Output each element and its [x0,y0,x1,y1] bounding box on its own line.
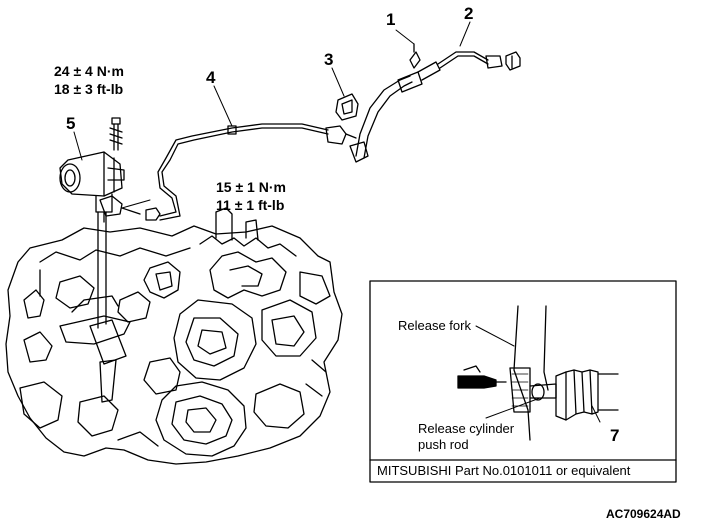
mounting-bolt [109,117,123,151]
callout-5: 5 [66,114,76,133]
torque-top-imperial: 18 ± 3 ft-lb [54,81,124,97]
clutch-pipe [437,51,521,71]
label-release-fork: Release fork [398,318,471,333]
callout-7: 7 [610,426,620,445]
hose-union-fitting [325,125,357,145]
clutch-hose [349,61,441,163]
callout-2: 2 [464,4,474,23]
hose-clip-small [409,43,421,69]
release-cylinder [59,151,125,223]
release-fork-lever [89,211,127,403]
label-push-rod-line2: push rod [418,437,469,452]
grease-icon [457,365,507,389]
callout-1: 1 [386,10,396,29]
torque-top-metric: 24 ± 4 N·m [54,63,124,79]
inset-push-rod [529,369,619,421]
inset-release-fork [509,305,549,441]
transaxle-housing [5,207,343,465]
torque-mid-metric: 15 ± 1 N·m [216,179,286,195]
hose-clip [335,93,359,121]
torque-mid-imperial: 11 ± 1 ft-lb [216,197,285,213]
cylinder-fitting [99,195,161,221]
figure-code: AC709624AD [606,507,681,521]
callout-4: 4 [206,68,216,87]
leader-lines [73,21,601,423]
clutch-tube [157,123,329,221]
grease-spec-note: MITSUBISHI Part No.0101011 or equivalent [377,463,631,478]
inset-box [369,280,677,483]
callout-3: 3 [324,50,334,69]
label-push-rod-line1: Release cylinder [418,421,515,436]
